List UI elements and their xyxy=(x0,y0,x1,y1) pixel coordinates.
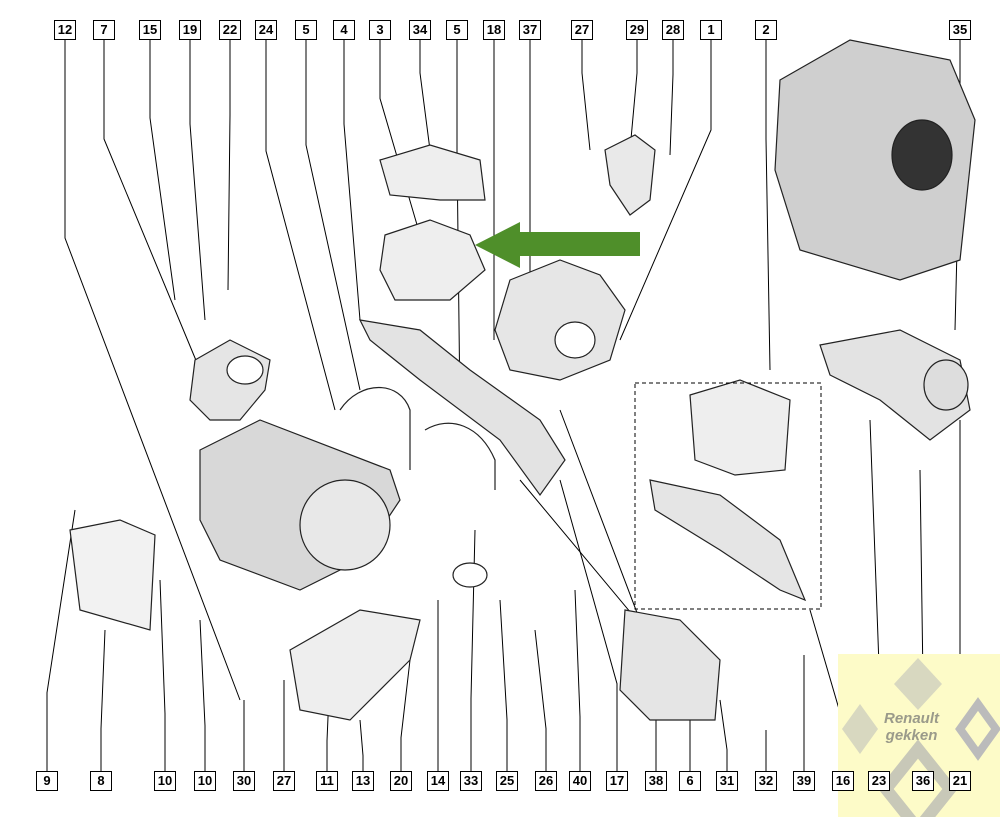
part-callout-9: 9 xyxy=(36,771,58,791)
leader-line xyxy=(46,509,76,771)
part-callout-33: 33 xyxy=(460,771,482,791)
kit-dashed-box xyxy=(634,382,822,610)
part-callout-20: 20 xyxy=(390,771,412,791)
leader-line xyxy=(379,40,421,236)
part-callout-10: 10 xyxy=(154,771,176,791)
part-callout-13: 13 xyxy=(352,771,374,791)
leader-line xyxy=(265,40,336,411)
leader-line xyxy=(199,619,206,771)
gasket-33 xyxy=(452,562,488,588)
part-callout-7: 7 xyxy=(93,20,115,40)
part-callout-22: 22 xyxy=(219,20,241,40)
bracket-29 xyxy=(604,134,656,216)
part-callout-4: 4 xyxy=(333,20,355,40)
part-callout-3: 3 xyxy=(369,20,391,40)
watermark-line2: gekken xyxy=(885,727,938,744)
heat-shield-3 xyxy=(379,219,486,301)
leader-line xyxy=(499,599,508,771)
part-callout-5: 5 xyxy=(446,20,468,40)
leader-line xyxy=(629,40,638,151)
leader-line xyxy=(227,40,231,291)
leader-line xyxy=(100,629,106,771)
highlight-arrow xyxy=(475,222,640,268)
egr-valve xyxy=(819,329,971,441)
part-callout-36: 36 xyxy=(912,771,934,791)
leader-line xyxy=(581,40,591,151)
support-bracket-11 xyxy=(289,609,421,721)
leader-line xyxy=(559,409,657,771)
leader-line xyxy=(456,40,461,411)
part-callout-27: 27 xyxy=(571,20,593,40)
leader-line xyxy=(559,479,618,771)
leader-line xyxy=(669,40,674,156)
part-callout-1: 1 xyxy=(700,20,722,40)
part-callout-19: 19 xyxy=(179,20,201,40)
part-callout-32: 32 xyxy=(755,771,777,791)
leader-line xyxy=(719,699,728,771)
strap-clamp-2 xyxy=(424,422,496,490)
part-callout-28: 28 xyxy=(662,20,684,40)
part-callout-37: 37 xyxy=(519,20,541,40)
leader-line xyxy=(189,40,206,321)
converter-end xyxy=(299,479,391,571)
part-callout-12: 12 xyxy=(54,20,76,40)
part-callout-39: 39 xyxy=(793,771,815,791)
leader-line xyxy=(619,40,712,341)
renault-logo-icon xyxy=(842,658,1000,817)
leader-line xyxy=(149,40,176,301)
leader-line xyxy=(574,589,581,771)
part-callout-17: 17 xyxy=(606,771,628,791)
watermark-line1: Renault xyxy=(884,710,940,727)
part-callout-27: 27 xyxy=(273,771,295,791)
heat-shield-5 xyxy=(358,319,566,497)
part-callout-30: 30 xyxy=(233,771,255,791)
part-callout-35: 35 xyxy=(949,20,971,40)
part-callout-25: 25 xyxy=(496,771,518,791)
part-callout-23: 23 xyxy=(868,771,890,791)
part-callout-8: 8 xyxy=(90,771,112,791)
bracket-8 xyxy=(69,519,156,631)
part-callout-31: 31 xyxy=(716,771,738,791)
leader-line xyxy=(159,579,166,771)
part-callout-6: 6 xyxy=(679,771,701,791)
part-callout-14: 14 xyxy=(427,771,449,791)
engine xyxy=(774,39,976,281)
part-callout-38: 38 xyxy=(645,771,667,791)
leader-line xyxy=(765,40,771,371)
leader-line xyxy=(419,40,431,151)
part-callout-2: 2 xyxy=(755,20,777,40)
heat-shield-34 xyxy=(379,144,486,201)
part-callout-15: 15 xyxy=(139,20,161,40)
part-callout-5: 5 xyxy=(295,20,317,40)
leader-line xyxy=(359,719,364,771)
part-callout-18: 18 xyxy=(483,20,505,40)
part-callout-34: 34 xyxy=(409,20,431,40)
kit-shield-lower xyxy=(649,479,807,602)
part-callout-24: 24 xyxy=(255,20,277,40)
kit-heat-shield xyxy=(689,379,791,476)
turbocharger xyxy=(494,259,626,381)
part-callout-29: 29 xyxy=(626,20,648,40)
part-callout-26: 26 xyxy=(535,771,557,791)
leader-line xyxy=(64,40,241,701)
leader-line xyxy=(534,629,547,771)
leader-line xyxy=(305,40,361,391)
part-callout-16: 16 xyxy=(832,771,854,791)
part-callout-40: 40 xyxy=(569,771,591,791)
leader-line xyxy=(103,40,201,371)
part-callout-21: 21 xyxy=(949,771,971,791)
bracket-31 xyxy=(619,609,721,721)
leader-line xyxy=(400,659,411,771)
part-callout-10: 10 xyxy=(194,771,216,791)
part-callout-11: 11 xyxy=(316,771,338,791)
leader-line xyxy=(343,40,361,321)
strap-clamp xyxy=(339,387,411,470)
